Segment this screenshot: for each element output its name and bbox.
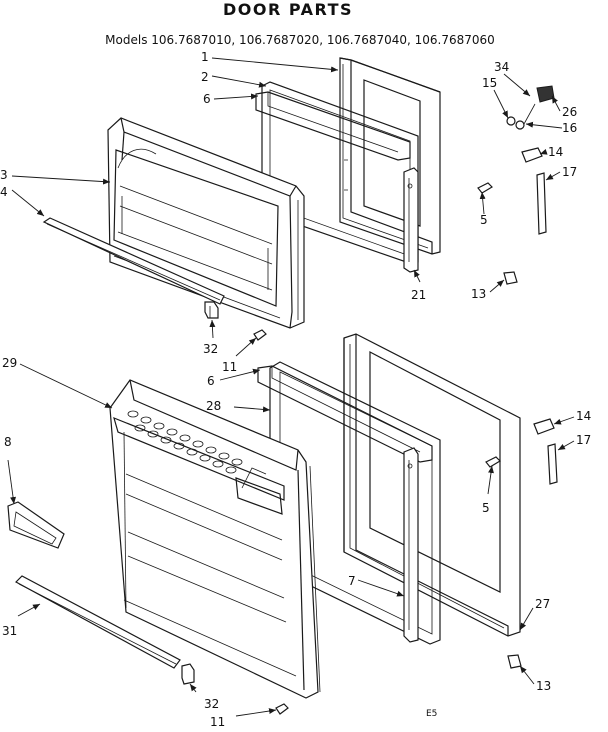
part-29-fresh-food-liner [109, 379, 321, 699]
label-29: 29 [2, 356, 17, 370]
label-6-upper: 6 [203, 92, 211, 106]
leader-lines [7, 57, 575, 717]
part-5-plug-upper [477, 182, 493, 194]
part-5-plug-lower [485, 456, 501, 468]
label-3: 3 [0, 168, 8, 182]
label-27: 27 [535, 597, 550, 611]
label-16: 16 [562, 121, 577, 135]
part-11-screw-upper [253, 329, 267, 341]
label-1: 1 [201, 50, 209, 64]
label-13-lower: 13 [536, 679, 551, 693]
part-1-freezer-door-panel [339, 57, 441, 255]
label-6-lower: 6 [207, 374, 215, 388]
egg-tray-dimples [127, 410, 243, 474]
label-7: 7 [348, 574, 356, 588]
part-21-hinge-bracket [403, 167, 419, 273]
label-4: 4 [0, 185, 8, 199]
label-17-upper: 17 [562, 165, 577, 179]
part-14-handle-cap-upper [521, 147, 543, 163]
part-8-butter-door [7, 501, 65, 549]
label-28: 28 [206, 399, 221, 413]
label-11-upper: 11 [222, 360, 237, 374]
diagram-title: DOOR PARTS [223, 0, 353, 19]
label-13-upper: 13 [471, 287, 486, 301]
label-34: 34 [494, 60, 509, 74]
label-8: 8 [4, 435, 12, 449]
part-7-bracket-lower [403, 447, 419, 643]
label-2: 2 [201, 70, 209, 84]
part-17-handle-lower [547, 443, 558, 485]
part-31-shelf-rail-lower [15, 575, 181, 669]
models-subtitle: Models 106.7687010, 106.7687020, 106.768… [105, 33, 495, 47]
label-5-lower: 5 [482, 501, 490, 515]
corner-code: E5 [426, 709, 437, 719]
part-13-bushing-lower [507, 654, 522, 669]
label-32-upper: 32 [203, 342, 218, 356]
part-32-clip-lower [181, 663, 195, 685]
label-26: 26 [562, 105, 577, 119]
label-11-lower: 11 [210, 715, 225, 729]
label-31: 31 [2, 624, 17, 638]
part-32-clip-upper [204, 301, 219, 319]
part-13-bushing-upper [503, 271, 518, 285]
label-14-upper: 14 [548, 145, 563, 159]
label-32-lower: 32 [204, 697, 219, 711]
label-21: 21 [411, 288, 426, 302]
label-15: 15 [482, 76, 497, 90]
part-6-breaker-strip-lower [257, 365, 433, 463]
part-6-breaker-strip-upper [255, 91, 411, 161]
part-11-screw-lower [275, 703, 289, 715]
part-17-handle-upper [536, 172, 547, 235]
part-3-freezer-liner [107, 117, 305, 329]
label-5-upper: 5 [480, 213, 488, 227]
parts-hinge-hardware [506, 85, 555, 130]
part-14-handle-cap-lower [533, 418, 555, 435]
label-14-lower: 14 [576, 409, 591, 423]
label-17-lower: 17 [576, 433, 591, 447]
part-4-shelf-rail-upper [42, 217, 225, 305]
callout-labels: 1 2 6 3 4 34 15 26 16 14 17 5 21 13 32 1… [0, 50, 591, 729]
